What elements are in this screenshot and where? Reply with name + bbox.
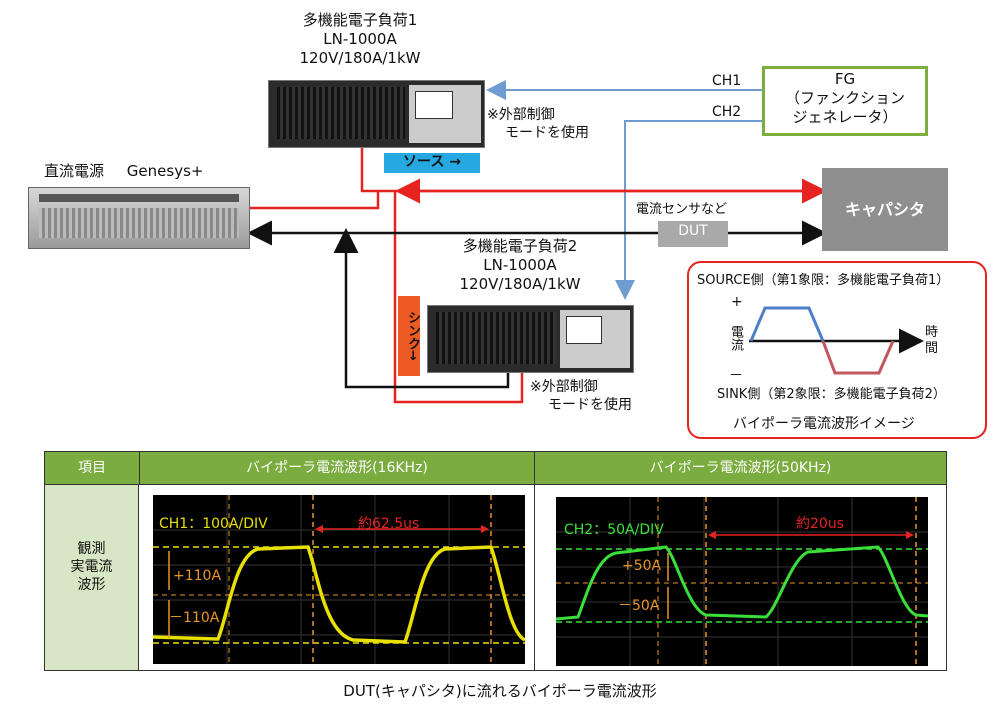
capacitor-box: キャパシタ [822, 168, 948, 251]
red-line-load2 [393, 191, 524, 404]
load1-device [268, 80, 485, 148]
row-label-line3: 波形 [77, 577, 106, 593]
load1-spec: 120V/180A/1kW [299, 49, 421, 67]
ch2-line [615, 120, 762, 300]
scope2-screen: CH2：50A/DIV 約20us +50A －50A [555, 497, 929, 666]
scope2-period: 約20us [796, 516, 844, 532]
scope2-trace [555, 497, 929, 666]
row-label-line1: 観測 [77, 541, 106, 557]
psu-label2: Genesys+ [126, 162, 204, 180]
waveform-image-panel: SOURCE側（第1象限：多機能電子負荷1） + 電流 時間 － SINK側（第… [687, 261, 987, 439]
load2-note: ※外部制御 モードを使用 [530, 378, 632, 414]
load1-note2: モードを使用 [505, 125, 589, 141]
ch1-label: CH1 [712, 73, 742, 89]
waveform-image-caption: バイポーラ電流波形イメージ [733, 416, 915, 432]
load2-note1: ※外部制御 [530, 379, 598, 395]
scope1-plus: +110A [173, 568, 222, 584]
load2-spec: 120V/180A/1kW [459, 275, 581, 293]
fg-line2: （ファンクション [784, 89, 905, 107]
plus-sign: + [731, 294, 743, 310]
scope2-channel: CH2：50A/DIV [564, 522, 664, 538]
table-header-16khz: バイポーラ電流波形(16KHz) [140, 452, 535, 484]
source-mode-badge: ソース → [384, 153, 480, 173]
load1-note: ※外部制御 モードを使用 [487, 106, 589, 142]
black-line-load2 [333, 228, 510, 389]
fg-line1: FG [834, 70, 856, 88]
table-header-50khz: バイポーラ電流波形(50KHz) [535, 452, 946, 484]
psu-device [28, 187, 250, 249]
minus-sign: － [729, 368, 743, 384]
table-row-label: 観測 実電流 波形 [45, 485, 139, 670]
dut-note: 電流センサなど [636, 202, 728, 217]
scope1-screen: CH1：100A/DIV 約62.5us +110A －110A [152, 495, 527, 664]
row-label-line2: 実電流 [70, 559, 113, 575]
load2-device [427, 305, 634, 373]
load1-name: 多機能電子負荷1 [302, 11, 418, 29]
red-line-top [248, 140, 380, 210]
footer-caption: DUT(キャパシタ)に流れるバイポーラ電流波形 [343, 682, 657, 700]
scope1-trace [152, 495, 527, 664]
scope2-minus: －50A [618, 598, 660, 614]
load2-labels: 多機能電子負荷2 LN-1000A 120V/180A/1kW [440, 237, 600, 294]
load1-labels: 多機能電子負荷1 LN-1000A 120V/180A/1kW [280, 11, 440, 68]
load2-note2: モードを使用 [548, 397, 632, 413]
ch2-label: CH2 [712, 104, 742, 120]
function-generator-box: FG （ファンクション ジェネレータ） [762, 66, 928, 136]
current-axis-label: 電流 [728, 325, 743, 351]
waveform-table: 項目 バイポーラ電流波形(16KHz) バイポーラ電流波形(50KHz) 観測 … [44, 451, 947, 671]
time-axis-label: 時間 [925, 325, 939, 356]
scope1-period: 約62.5us [358, 516, 420, 532]
scope1-minus: －110A [169, 610, 220, 626]
dut-label: DUT [678, 223, 708, 239]
fg-line3: ジェネレータ） [792, 108, 898, 126]
psu-labels: 直流電源 Genesys+ [44, 162, 203, 181]
scope2-plus: +50A [622, 558, 662, 574]
sink-side-label: SINK側（第2象限：多機能電子負荷2） [717, 387, 946, 402]
load1-note1: ※外部制御 [487, 107, 555, 123]
psu-label1: 直流電源 [44, 162, 105, 180]
table-header-item: 項目 [45, 452, 140, 484]
scope1-channel: CH1：100A/DIV [159, 516, 268, 532]
bipolar-waveform-sketch [749, 306, 924, 375]
load1-model: LN-1000A [323, 30, 397, 48]
sink-mode-badge: シンク→ [398, 296, 420, 376]
source-side-label: SOURCE側（第1象限：多機能電子負荷1） [697, 273, 950, 288]
load2-name: 多機能電子負荷2 [462, 237, 578, 255]
load2-model: LN-1000A [483, 256, 557, 274]
